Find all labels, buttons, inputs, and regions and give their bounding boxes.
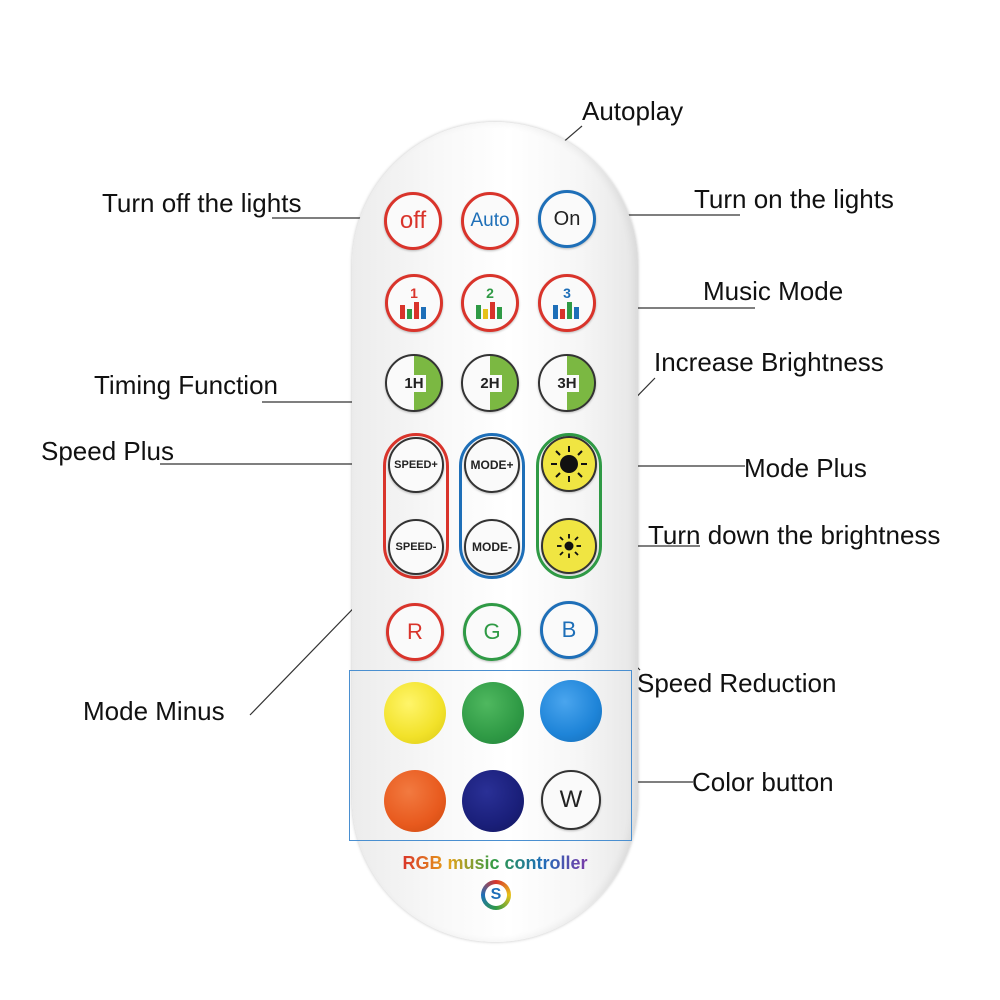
label-increase-brightness: Increase Brightness <box>654 347 884 377</box>
speed-plus-button[interactable]: SPEED+ <box>388 437 444 493</box>
green-color-button[interactable] <box>462 682 524 744</box>
brightness-up-button[interactable] <box>541 436 597 492</box>
equalizer-icon <box>553 302 579 319</box>
music-mode-3-button[interactable]: 3 <box>538 274 596 332</box>
label-mode-minus: Mode Minus <box>83 696 225 726</box>
auto-label: Auto <box>470 210 510 231</box>
white-label: W <box>559 786 583 813</box>
equalizer-icon <box>476 302 502 319</box>
timer-3h-label: 3H <box>555 374 579 392</box>
speed-minus-button[interactable]: SPEED- <box>388 519 444 575</box>
timer-1h-label: 1H <box>402 374 426 392</box>
music-mode-1-button[interactable]: 1 <box>385 274 443 332</box>
brand-logo-icon: S <box>481 880 511 910</box>
green-label: G <box>483 619 501 644</box>
navy-color-button[interactable] <box>462 770 524 832</box>
music-mode-2-number: 2 <box>486 285 494 301</box>
auto-button[interactable]: Auto <box>461 192 519 250</box>
blue-button[interactable]: B <box>540 601 598 659</box>
timer-2h-label: 2H <box>478 374 502 392</box>
label-turn-on: Turn on the lights <box>694 184 894 214</box>
yellow-color-button[interactable] <box>384 682 446 744</box>
mode-plus-button[interactable]: MODE+ <box>464 437 520 493</box>
label-music-mode: Music Mode <box>703 276 844 306</box>
red-label: R <box>407 619 423 644</box>
music-mode-3-number: 3 <box>563 285 571 301</box>
red-button[interactable]: R <box>386 603 444 661</box>
equalizer-icon <box>400 302 426 319</box>
color-button-frame <box>349 670 632 841</box>
mode-pill <box>459 433 525 579</box>
label-speed-reduction: Speed Reduction <box>637 668 837 698</box>
brand-text: RGB music controller <box>402 853 588 873</box>
sun-large-icon <box>551 446 587 482</box>
green-button[interactable]: G <box>463 603 521 661</box>
music-mode-1-number: 1 <box>410 285 418 301</box>
brightness-down-button[interactable] <box>541 518 597 574</box>
speed-pill <box>383 433 449 579</box>
timer-3h-button[interactable]: 3H <box>538 354 596 412</box>
mode-plus-label: MODE+ <box>470 458 514 472</box>
timer-2h-button[interactable]: 2H <box>461 354 519 412</box>
mode-minus-label: MODE- <box>472 540 512 554</box>
music-mode-2-button[interactable]: 2 <box>461 274 519 332</box>
blue-color-button[interactable] <box>540 680 602 742</box>
white-button[interactable]: W <box>541 770 601 830</box>
brightness-pill <box>536 433 602 579</box>
speed-minus-label: SPEED- <box>395 541 437 553</box>
speed-plus-label: SPEED+ <box>394 459 438 471</box>
on-label: On <box>553 207 581 230</box>
label-turn-down-brightness: Turn down the brightness <box>648 520 941 550</box>
label-turn-off: Turn off the lights <box>102 188 302 218</box>
blue-label: B <box>561 617 577 642</box>
off-button[interactable]: off <box>384 192 442 250</box>
timer-1h-button[interactable]: 1H <box>385 354 443 412</box>
label-timing-function: Timing Function <box>94 370 278 400</box>
mode-minus-button[interactable]: MODE- <box>464 519 520 575</box>
on-button[interactable]: On <box>538 190 596 248</box>
label-mode-plus: Mode Plus <box>744 453 867 483</box>
sun-small-icon <box>557 534 581 558</box>
label-autoplay: Autoplay <box>582 96 684 126</box>
label-color-button: Color button <box>692 767 834 797</box>
off-label: off <box>399 207 427 234</box>
orange-color-button[interactable] <box>384 770 446 832</box>
label-speed-plus: Speed Plus <box>41 436 174 466</box>
